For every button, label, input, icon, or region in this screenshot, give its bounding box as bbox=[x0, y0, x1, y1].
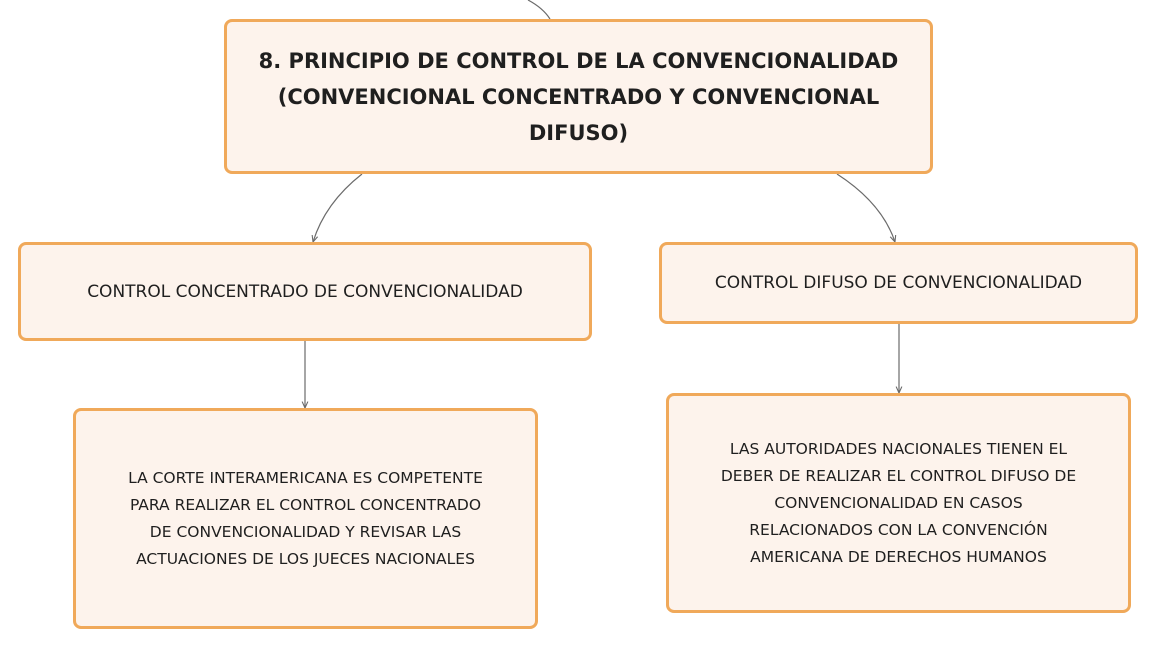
main-topic-line: (CONVENCIONAL CONCENTRADO Y CONVENCIONAL bbox=[277, 84, 880, 109]
detail-line: RELACIONADOS CON LA CONVENCIÓN bbox=[749, 520, 1048, 539]
diffuse-control-detail-text: LAS AUTORIDADES NACIONALES TIENEN EL DEB… bbox=[721, 436, 1076, 571]
detail-line: AMERICANA DE DERECHOS HUMANOS bbox=[750, 547, 1047, 566]
detail-line: LAS AUTORIDADES NACIONALES TIENEN EL bbox=[729, 439, 1068, 458]
detail-line: LA CORTE INTERAMERICANA ES COMPETENTE bbox=[128, 468, 483, 487]
detail-line: ACTUACIONES DE LOS JUECES NACIONALES bbox=[136, 549, 475, 568]
diffuse-control-node[interactable]: CONTROL DIFUSO DE CONVENCIONALIDAD bbox=[659, 242, 1138, 324]
detail-line: CONVENCIONALIDAD EN CASOS bbox=[774, 493, 1023, 512]
detail-line: PARA REALIZAR EL CONTROL CONCENTRADO bbox=[129, 495, 482, 514]
concentrated-control-detail-text: LA CORTE INTERAMERICANA ES COMPETENTE PA… bbox=[128, 465, 483, 573]
connector-main-to-right bbox=[836, 173, 895, 242]
main-topic-line: DIFUSO) bbox=[528, 120, 629, 145]
connector-parent-to-main bbox=[527, 0, 551, 20]
concentrated-control-detail-node[interactable]: LA CORTE INTERAMERICANA ES COMPETENTE PA… bbox=[73, 408, 538, 629]
main-topic-text: 8. PRINCIPIO DE CONTROL DE LA CONVENCION… bbox=[259, 43, 899, 151]
main-topic-node[interactable]: 8. PRINCIPIO DE CONTROL DE LA CONVENCION… bbox=[224, 19, 933, 174]
diffuse-control-detail-node[interactable]: LAS AUTORIDADES NACIONALES TIENEN EL DEB… bbox=[666, 393, 1131, 613]
concentrated-control-title: CONTROL CONCENTRADO DE CONVENCIONALIDAD bbox=[87, 281, 523, 302]
diffuse-control-title: CONTROL DIFUSO DE CONVENCIONALIDAD bbox=[714, 273, 1083, 293]
connector-main-to-left bbox=[313, 173, 363, 242]
main-topic-line: 8. PRINCIPIO DE CONTROL DE LA CONVENCION… bbox=[258, 48, 899, 73]
detail-line: DEBER DE REALIZAR EL CONTROL DIFUSO DE bbox=[720, 466, 1077, 485]
concentrated-control-node[interactable]: CONTROL CONCENTRADO DE CONVENCIONALIDAD bbox=[18, 242, 592, 341]
detail-line: DE CONVENCIONALIDAD Y REVISAR LAS bbox=[149, 522, 462, 541]
